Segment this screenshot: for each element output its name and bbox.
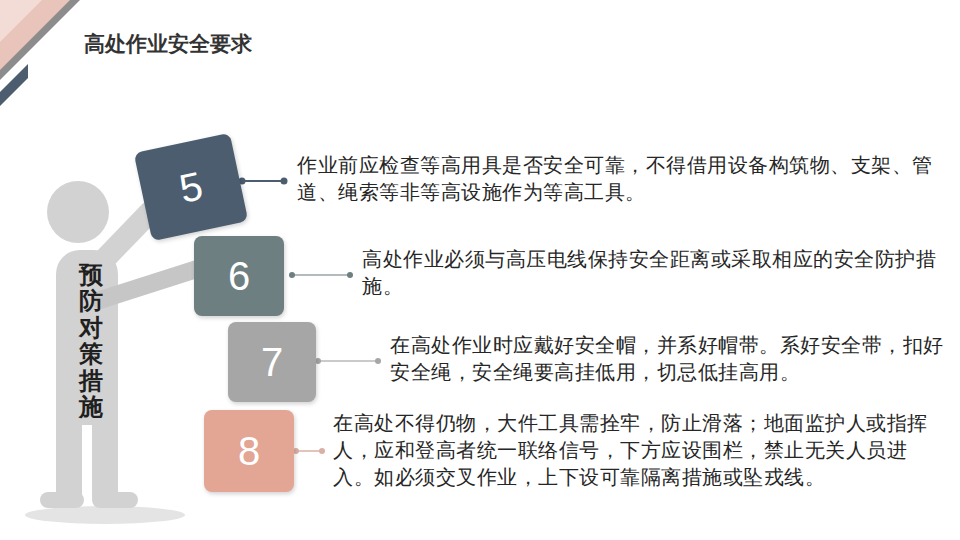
number-box: 7 (228, 322, 316, 402)
callout-number: 6 (228, 256, 250, 296)
callout-number: 7 (261, 342, 283, 382)
vertical-heading: 预防对策措施 (79, 262, 103, 420)
slide-title: 高处作业安全要求 (84, 30, 252, 58)
measure-text: 在高处作业时应戴好安全帽，并系好帽带。系好安全带，扣好安全绳，安全绳要高挂低用，… (390, 332, 945, 386)
measure-text: 在高处不得仍物，大件工具需拴牢，防止滑落；地面监护人或指挥人，应和登高者统一联络… (333, 410, 943, 491)
callout-number: 5 (176, 165, 206, 209)
measure-text: 高处作业必须与高压电线保持安全距离或采取相应的安全防护措施。 (362, 246, 937, 300)
callout-number: 8 (238, 431, 260, 471)
number-box: 8 (204, 410, 294, 492)
corner-stripe (0, 64, 28, 106)
corner-stripe (0, 0, 80, 80)
number-box: 5 (134, 133, 249, 241)
measure-text: 作业前应检查等高用具是否安全可靠，不得借用设备构筑物、支架、管道、绳索等非等高设… (297, 152, 942, 206)
number-box: 6 (194, 236, 284, 316)
figure-shadow (25, 506, 185, 524)
